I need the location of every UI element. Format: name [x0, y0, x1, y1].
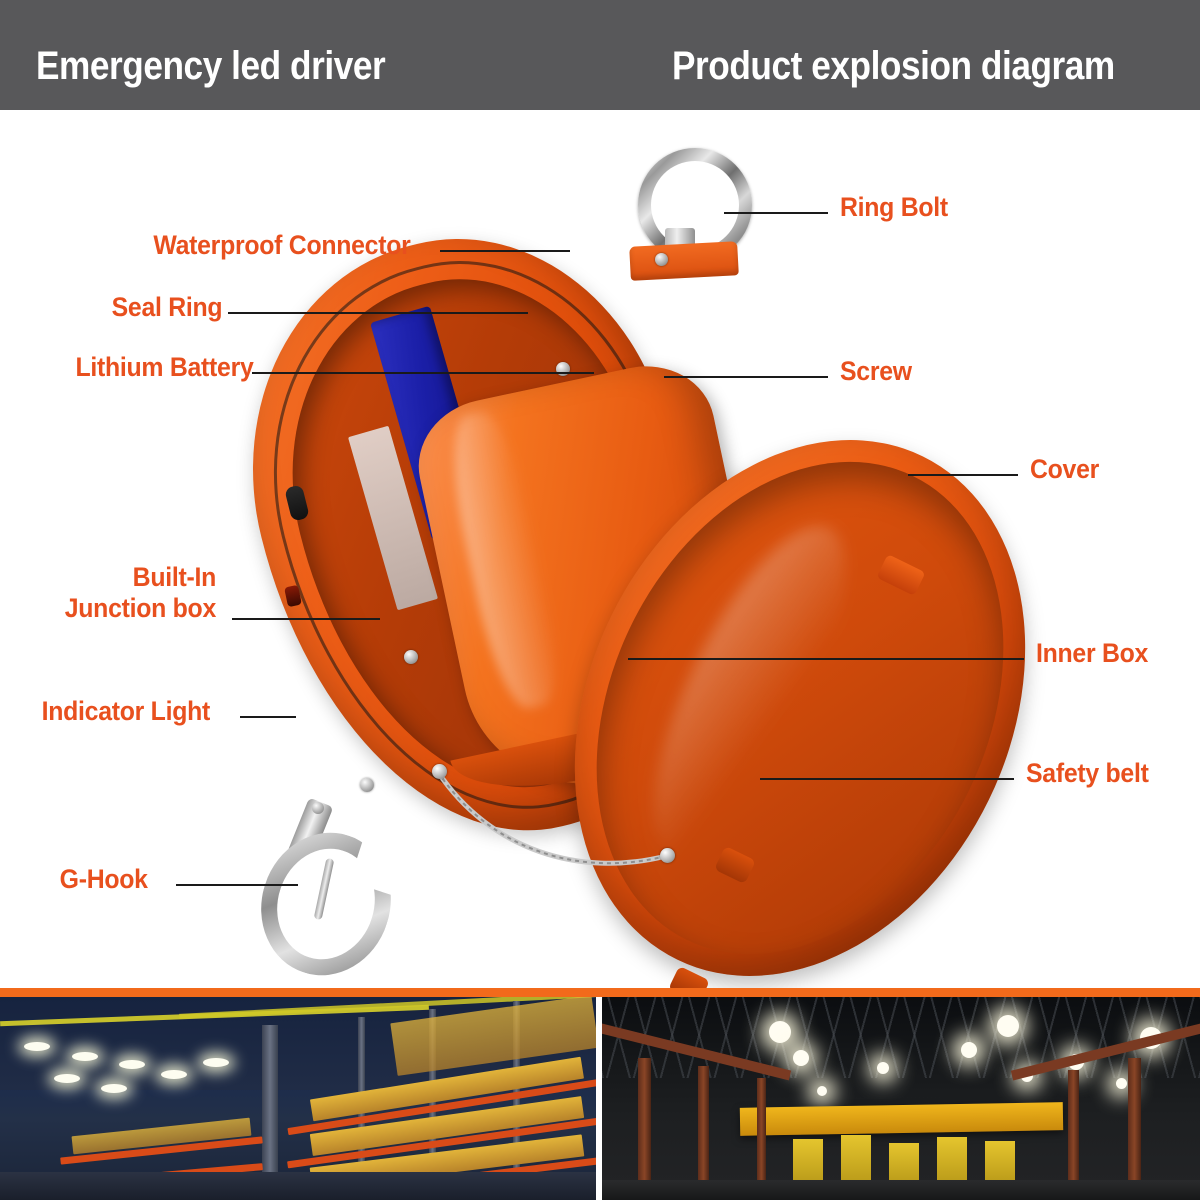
callout-label-built-in-junction-box: Built-In Junction box — [4, 562, 217, 624]
warehouse-photo-right — [602, 997, 1200, 1200]
header-title-left: Emergency led driver — [36, 44, 386, 88]
ring-bolt-screw — [655, 253, 668, 266]
callout-label-waterproof-connector: Waterproof Connector — [152, 230, 410, 260]
leader-line-screw — [664, 376, 828, 378]
photo-strip — [0, 988, 1200, 1200]
callout-label-screw: Screw — [840, 356, 912, 386]
leader-line-inner-box — [628, 658, 1024, 660]
leader-line-cover — [908, 474, 1018, 476]
leader-line-waterproof-connector — [440, 250, 570, 252]
leader-line-lithium-battery — [252, 372, 594, 374]
leader-line-indicator-light — [240, 716, 296, 718]
callout-line-2: Junction box — [64, 593, 217, 623]
g-hook-screw — [312, 802, 324, 814]
leader-line-g-hook — [176, 884, 298, 886]
callout-label-indicator-light: Indicator Light — [41, 696, 211, 726]
callout-label-lithium-battery: Lithium Battery — [75, 352, 254, 382]
callout-label-inner-box: Inner Box — [1036, 638, 1149, 668]
product-artwork — [0, 110, 1200, 988]
page-header: Emergency led driver Product explosion d… — [0, 0, 1200, 110]
leader-line-built-in-junction-box — [232, 618, 380, 620]
explosion-diagram: Waterproof Connector Seal Ring Lithium B… — [0, 110, 1200, 988]
callout-line-1: Built-In — [132, 562, 217, 592]
warehouse-photo-left — [0, 997, 596, 1200]
callout-label-cover: Cover — [1030, 454, 1100, 484]
safety-belt-part — [430, 760, 760, 890]
callout-label-safety-belt: Safety belt — [1026, 758, 1149, 788]
header-title-right: Product explosion diagram — [672, 44, 1115, 88]
screw-part — [404, 650, 418, 664]
leader-line-seal-ring — [228, 312, 528, 314]
leader-line-safety-belt — [760, 778, 1014, 780]
leader-line-ring-bolt — [724, 212, 828, 214]
callout-label-ring-bolt: Ring Bolt — [840, 192, 948, 222]
ring-bolt-base — [629, 241, 739, 281]
screw-part — [360, 778, 374, 792]
orange-divider-bar — [0, 988, 1200, 997]
callout-label-g-hook: G-Hook — [59, 864, 148, 894]
callout-label-seal-ring: Seal Ring — [111, 292, 222, 322]
g-hook-part — [243, 816, 409, 988]
